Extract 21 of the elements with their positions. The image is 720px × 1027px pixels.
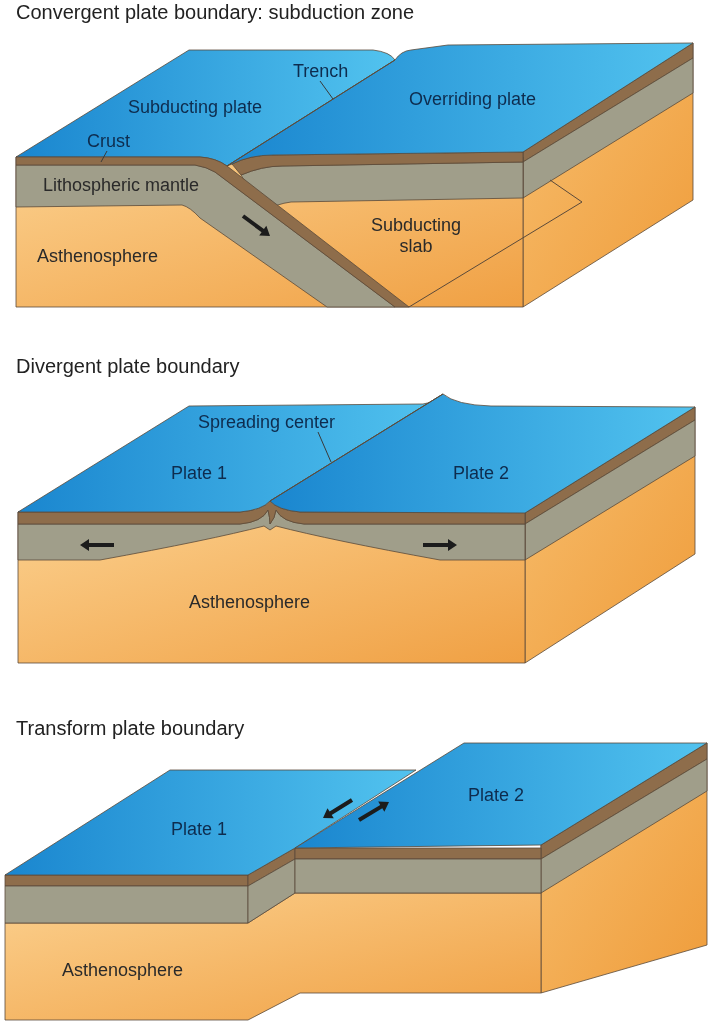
plate-label: Plate 2	[453, 463, 510, 484]
trench-line	[226, 59, 396, 167]
callout-label: Crust	[87, 131, 130, 152]
leader-line	[317, 431, 332, 463]
layer-label: Asthenosphere	[37, 246, 159, 267]
layer-label: Lithospheric mantle	[43, 175, 200, 196]
plate-label: Subducting plate	[128, 97, 263, 118]
plate-label: Plate 1	[171, 819, 228, 840]
leader-line	[319, 80, 334, 100]
callout-label: Trench	[293, 61, 349, 82]
plate-label: Plate 1	[171, 463, 228, 484]
panel-heading: Transform plate boundary	[16, 716, 245, 740]
panel-heading: Convergent plate boundary: subduction zone	[16, 0, 415, 24]
layer-label: Asthenosphere	[62, 960, 184, 981]
plate-label: Overriding plate	[409, 89, 537, 110]
layer-label: Asthenosphere	[189, 592, 311, 613]
callout-label: Spreading center	[198, 412, 336, 433]
plate-label: Plate 2	[468, 785, 525, 806]
panel-heading: Divergent plate boundary	[16, 354, 240, 378]
layer-label: Subducting slab	[369, 215, 463, 257]
leader-line	[100, 150, 108, 163]
